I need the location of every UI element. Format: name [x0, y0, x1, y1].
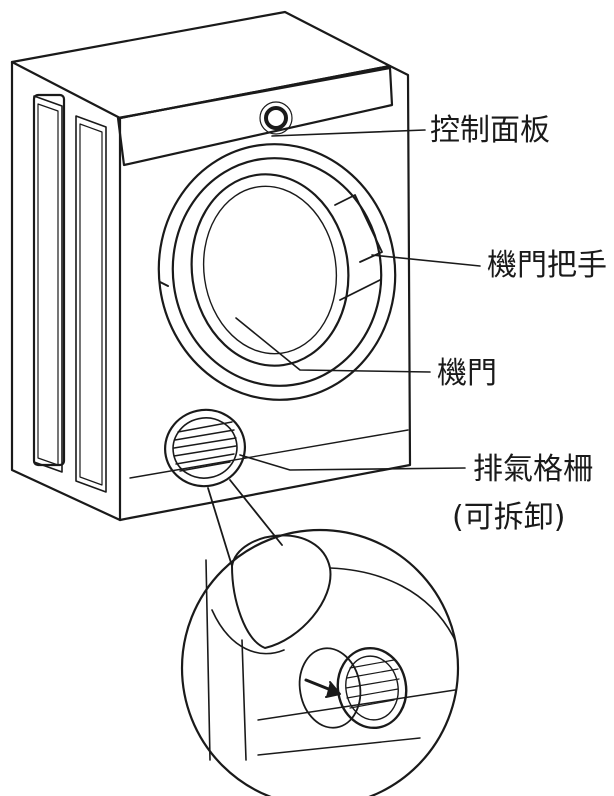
leader-door: [235, 317, 431, 373]
cabinet-front: [118, 64, 412, 522]
label-removable-note: (可拆卸): [452, 500, 566, 535]
door-handle: [334, 194, 383, 263]
door-glass: [190, 173, 350, 367]
door-outer-ring: [157, 143, 397, 401]
cabinet-side: [10, 60, 122, 522]
leader-grille: [239, 454, 466, 471]
zoom-circle: [180, 528, 460, 796]
leader-control: [271, 129, 426, 137]
label-door-handle: 機門把手: [487, 248, 607, 283]
door-middle-ring: [171, 157, 383, 387]
side-vent-left-shape: [33, 95, 63, 473]
label-vent-grille: 排氣格柵: [473, 452, 593, 487]
vent-grille-frame: [163, 408, 247, 488]
side-vent-right-shape: [75, 115, 107, 493]
leader-handle: [371, 254, 481, 267]
control-panel: [116, 66, 394, 167]
label-control-panel: 控制面板: [430, 113, 550, 148]
zoom-pointer: [207, 479, 283, 567]
label-door: 機門: [437, 356, 497, 391]
control-knob: [264, 106, 288, 130]
